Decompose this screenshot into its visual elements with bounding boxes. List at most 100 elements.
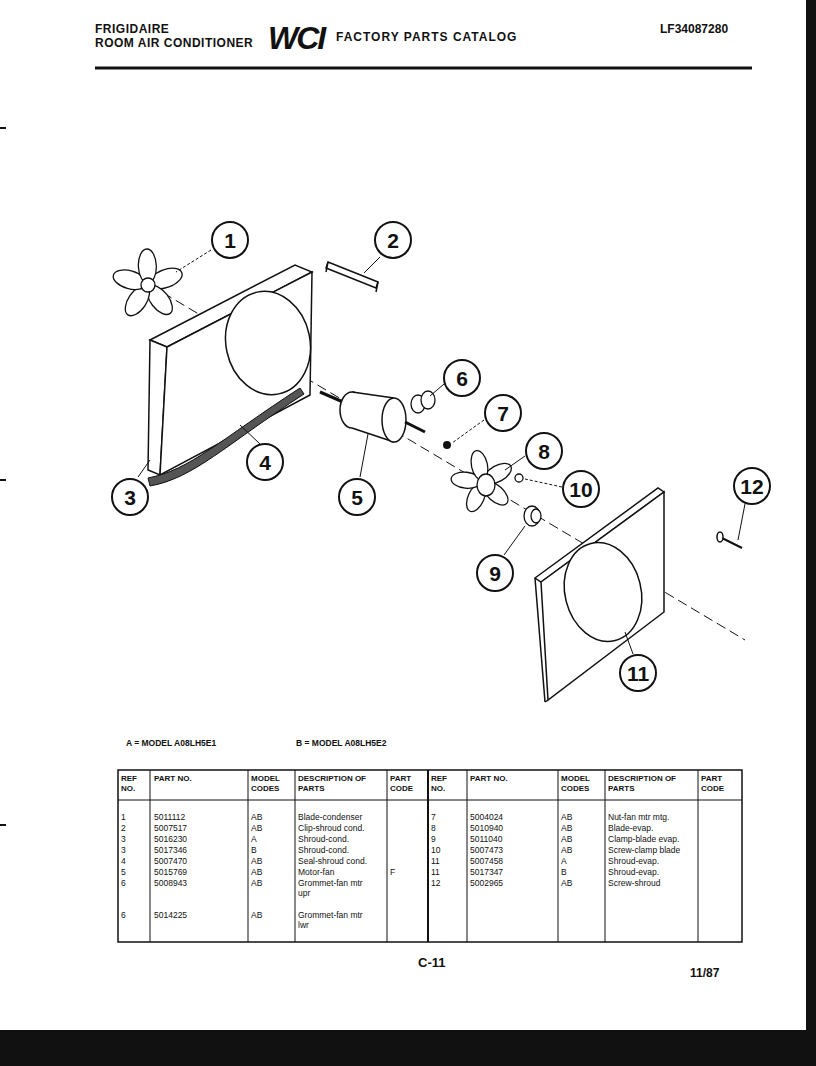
callout-circle: 1 [211,221,249,259]
callout-number: 3 [124,487,136,508]
callout-number: 5 [351,487,363,508]
part-number: 5017346 [154,845,244,855]
ref-number: 12 [431,878,457,888]
model-code: B [251,845,293,855]
part-description: Grommet-fan mtr lwr [298,910,364,930]
callout-number: 4 [259,452,271,473]
leader-line [138,250,745,654]
ref-number: 3 [121,845,147,855]
ref-number: 11 [431,856,457,866]
part-description: Nut-fan mtr mtg. [608,812,696,822]
part-description: Shroud-evap. [608,856,696,866]
revision-date: 11/87 [690,968,719,978]
header-rule [95,67,752,70]
table-header: DESCRIPTION OF PARTS [608,774,690,794]
table-header: REF NO. [431,774,457,794]
model-code: AB [251,867,293,877]
brand: FRIGIDAIRE [95,24,169,34]
callout-number: 11 [627,663,649,684]
page-number: C-11 [418,958,445,968]
part-description: Screw-shroud [608,878,696,888]
callout-number: 8 [538,441,550,462]
ref-number: 11 [431,867,457,877]
model-code: AB [251,823,293,833]
part-description: Clamp-blade evap. [608,834,696,844]
part-description: Motor-fan [298,867,386,877]
ref-number: 3 [121,834,147,844]
part-code: F [390,867,424,877]
part-description: Blade-condenser [298,812,386,822]
part-description: Shroud-cond. [298,845,386,855]
callout-number: 7 [497,403,509,424]
part-number: 5002965 [470,878,560,888]
callout-number: 2 [387,230,399,251]
part-description: Seal-shroud cond. [298,856,386,866]
table-header: DESCRIPTION OF PARTS [298,774,380,794]
parts-table-grid [118,770,742,942]
evaporator-shroud [535,488,664,702]
model-code: AB [561,834,603,844]
model-code: AB [561,845,603,855]
part-number: 5011112 [154,812,244,822]
table-header: PART NO. [470,774,510,784]
shroud-seal [148,388,304,486]
condenser-blade [111,249,185,320]
model-code: AB [561,823,603,833]
model-code: AB [561,878,603,888]
evaporator-blade [450,449,514,514]
scan-border [0,1030,816,1066]
motor-nut [443,441,451,449]
model-code: AB [251,910,293,920]
model-code: AB [251,812,293,822]
ref-number: 5 [121,867,147,877]
part-number: 5014225 [154,910,244,920]
part-number: 5004024 [470,812,560,822]
part-description: Clip-shroud cond. [298,823,386,833]
part-description: Grommet-fan mtr upr [298,878,364,898]
callout-circle: 10 [562,470,600,508]
callout-circle: 8 [525,432,563,470]
ref-number: 9 [431,834,457,844]
fan-motor [320,392,425,442]
table-header: REF NO. [121,774,147,794]
table-header: PART NO. [154,774,194,784]
catalog-number: LF34087280 [660,24,728,34]
part-description: Shroud-cond. [298,834,386,844]
ref-number: 6 [121,878,147,888]
publisher-logo: WCI [268,22,324,54]
part-number: 5011040 [470,834,560,844]
model-code: B [561,867,603,877]
callout-circle: 4 [246,443,284,481]
blade-clamp [524,506,541,526]
model-code: A [251,834,293,844]
model-code: AB [251,878,293,888]
clamp-screw [515,474,523,482]
model-code: AB [561,812,603,822]
callout-number: 9 [489,563,501,584]
ref-number: 1 [121,812,147,822]
callout-circle: 2 [374,221,412,259]
part-number: 5007517 [154,823,244,833]
callout-circle: 3 [111,478,149,516]
part-number: 5007458 [470,856,560,866]
ref-number: 10 [431,845,457,855]
callout-circle: 9 [476,554,514,592]
callout-circle: 6 [443,359,481,397]
part-description: Screw-clamp blade [608,845,696,855]
part-number: 5017347 [470,867,560,877]
part-number: 5015769 [154,867,244,877]
callout-circle: 11 [619,654,657,692]
table-header: MODEL CODES [251,774,291,794]
part-description: Blade-evap. [608,823,696,833]
table-header: PART CODE [390,774,424,794]
table-header: PART CODE [701,774,735,794]
ref-number: 2 [121,823,147,833]
ref-number: 4 [121,856,147,866]
product-line: ROOM AIR CONDITIONER [95,38,253,48]
scan-border [806,0,816,1066]
part-number: 5016230 [154,834,244,844]
callout-circle: 7 [484,394,522,432]
callout-number: 10 [569,479,592,500]
